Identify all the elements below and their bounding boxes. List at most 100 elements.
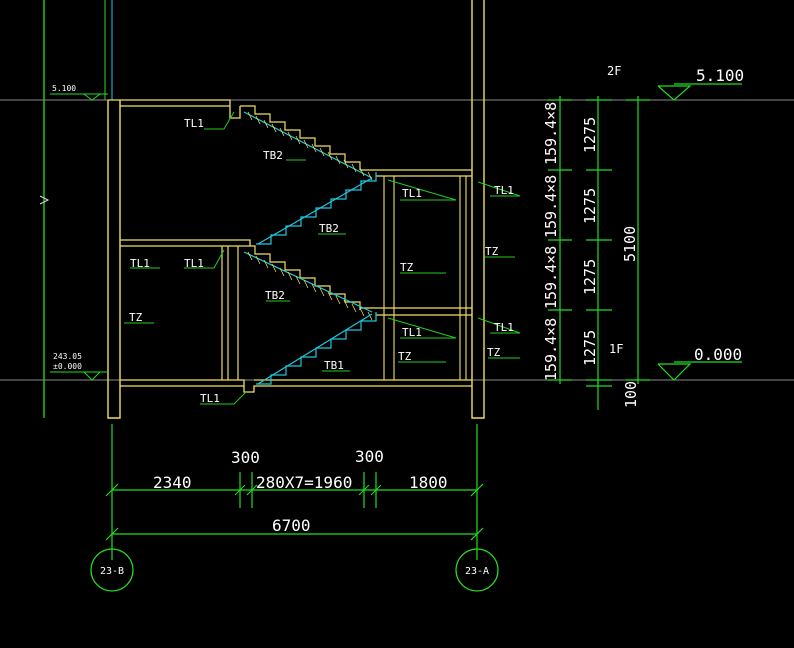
hatch-upper [287,131,293,141]
dim-slash [105,483,119,497]
flight-upper-steps [240,105,361,170]
dim-slash [358,484,370,496]
dim-steps-4: 159.4×8 [542,318,560,381]
right-wall [471,0,485,419]
dim-steps-1: 159.4×8 [542,102,560,165]
dim-1275-1: 1275 [581,117,599,153]
hatch-upper [311,143,317,153]
flight-lower-slab [243,251,373,313]
label-tl1-right-lower-inner: TL1 [402,326,422,339]
level-mark-bottom-left [83,371,102,381]
dim-1275-3: 1275 [581,259,599,295]
break-symbol [39,195,50,205]
label-tl1-bottom: TL1 [200,392,220,405]
hatch-upper [279,127,285,137]
label-tl1-middle: TL1 [184,257,204,270]
label-tl1-left-middle: TL1 [130,257,150,270]
upper-left-slab [108,99,241,119]
hatch-upper [335,155,341,165]
hatch-lower [303,279,309,289]
label-tz-inner-lower: TZ [398,350,412,363]
dim-slash [370,484,382,496]
dim-slash [470,527,484,541]
elevation-5100: 5.100 [696,66,744,85]
hatch-upper [327,151,333,161]
dim-slash [105,527,119,541]
hatch-lower [351,303,357,313]
dim-steps-2: 159.4×8 [542,175,560,238]
hatch-lower [255,255,261,265]
hatch-upper [319,147,325,157]
leader-line [477,317,521,334]
leader-line [204,111,235,130]
dim-2340: 2340 [153,473,192,492]
dim-slash [470,483,484,497]
hatch-upper [255,115,261,125]
floor-label-1f: 1F [609,342,623,356]
hatch-lower [319,287,325,297]
hatch-lower [279,267,285,277]
flight-middle-steps [256,172,377,245]
dim-1275-4: 1275 [581,330,599,366]
label-tb2-upper: TB2 [263,149,283,162]
label-tl1-top: TL1 [184,117,204,130]
label-tz-left: TZ [129,311,143,324]
label-tz-inner-upper: TZ [400,261,414,274]
hatch-lower [271,263,277,273]
hatch-lower [247,251,253,261]
hatch-lower [359,307,365,317]
floor-label-2f: 2F [607,64,621,78]
hatch-lower [327,291,333,301]
small-elev-top: 5.100 [52,84,76,93]
flight-middle-slab [257,177,373,245]
dim-300-right: 300 [355,447,384,466]
hatch-upper [263,119,269,129]
hatch-lower [295,275,301,285]
axis-circle-left [90,548,134,592]
level-mark-2f [657,85,692,101]
hatch-lower [335,295,341,305]
label-tl1-right-upper-inner: TL1 [402,187,422,200]
hatch-upper [303,139,309,149]
axis-bubble-23a: 23-A [455,548,499,592]
label-tl1-right-upper: TL1 [494,184,514,197]
hatch-upper [351,163,357,173]
hatch-lower [367,311,373,321]
dim-1800: 1800 [409,473,448,492]
hatch-lower [263,259,269,269]
leader-line [477,181,521,197]
small-elev-note: 243.05 [53,352,82,361]
small-elev-zero: ±0.000 [53,362,82,371]
hatch-lower [311,283,317,293]
level-mark-1f [657,363,692,381]
dim-6700: 6700 [272,516,311,535]
dim-1275-2: 1275 [581,188,599,224]
axis-label-left: 23-B [100,566,124,577]
hatch-lower [343,299,349,309]
label-tl1-right-lower: TL1 [494,321,514,334]
hatch-upper [295,135,301,145]
level-mark-top-left [83,93,102,101]
dim-slash [234,484,246,496]
label-tb2-lower: TB2 [265,289,285,302]
dim-5100-total: 5100 [621,226,639,262]
dim-100: 100 [622,381,640,408]
label-tz-right-lower: TZ [487,346,501,359]
dim-steps-3: 159.4×8 [542,246,560,309]
drawing-geometry [0,0,794,560]
label-tb1: TB1 [324,359,344,372]
hatch-upper [271,123,277,133]
dim-280x7: 280X7=1960 [256,473,352,492]
dim-300-left: 300 [231,448,260,467]
dim-slash [246,484,258,496]
middle-slab-top [120,239,251,246]
leader-line [184,249,225,269]
label-tz-right-upper: TZ [485,245,499,258]
left-wall [107,100,121,419]
hatch-upper [247,111,253,121]
leader-line [200,391,247,405]
flight-upper-slab [243,111,373,179]
leader-line [387,179,457,201]
ground-slab [120,379,472,393]
